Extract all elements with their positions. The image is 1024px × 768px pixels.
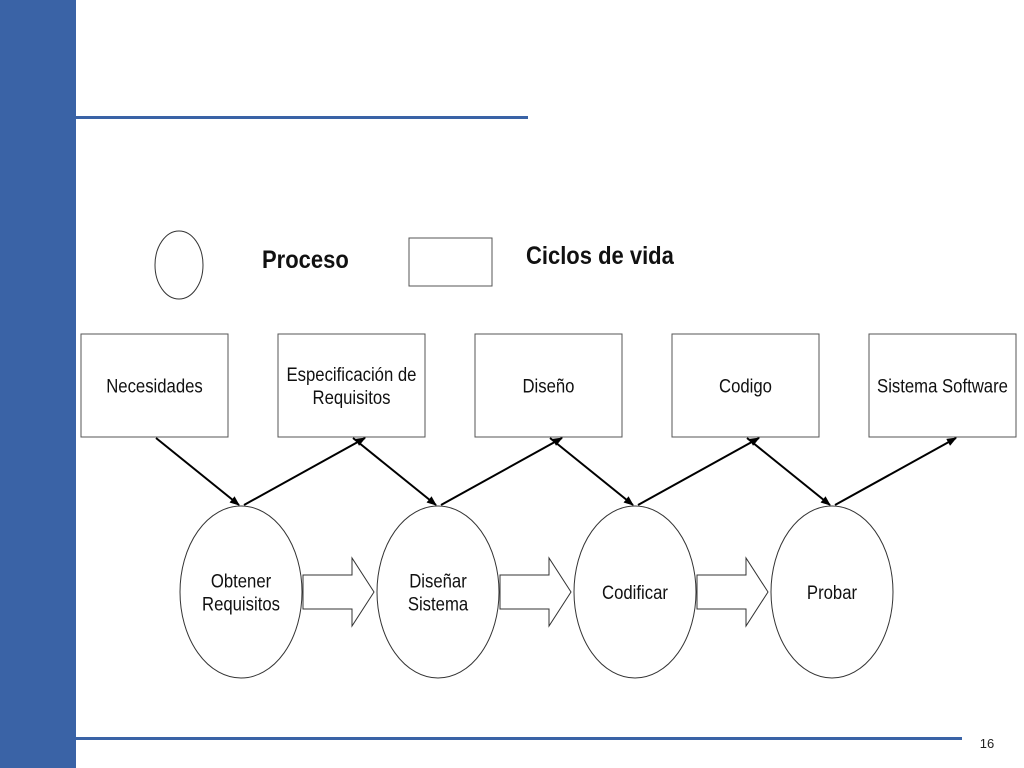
input-arrow-4 [746, 437, 831, 506]
artifact-diseno-line-1: Diseño [523, 376, 575, 397]
legend-lifecycle-label: Ciclos de vida [526, 242, 675, 270]
legend-lifecycle-symbol [408, 237, 493, 287]
artifact-codigo-line-1: Codigo [719, 376, 772, 397]
input-arrow-1 [155, 437, 240, 506]
process-codificar-node: Codificar [573, 505, 697, 679]
process-disenar-sistema-line-1: Diseñar [409, 571, 467, 592]
artifact-sistema-software-line-1: Sistema Software [877, 376, 1008, 397]
artifact-diseno-box: Diseño [474, 333, 623, 438]
title-rule [76, 116, 528, 119]
input-arrow-3 [549, 437, 634, 506]
flow-arrow-3 [696, 556, 769, 628]
process-probar-line-1: Probar [807, 582, 857, 603]
artifact-codigo-box: Codigo [671, 333, 820, 438]
footer-rule [76, 737, 962, 740]
artifact-necesidades-frame [80, 333, 229, 438]
process-obtener-requisitos-ellipse [179, 505, 303, 679]
page-number: 16 [979, 736, 995, 751]
process-obtener-requisitos-line-1: Obtener [211, 571, 271, 592]
artifact-necesidades-box: Necesidades [80, 333, 229, 438]
artifact-especificacion-de-requisitos-frame [277, 333, 426, 438]
legend-process-label: Proceso [262, 246, 349, 274]
process-disenar-sistema-ellipse [376, 505, 500, 679]
process-obtener-requisitos-line-2: Requisitos [202, 594, 280, 615]
process-disenar-sistema-line-2: Sistema [408, 594, 468, 615]
link-arrows [155, 437, 957, 506]
legend-process-symbol [154, 230, 204, 300]
artifact-sistema-software-frame [868, 333, 1017, 438]
artifact-especificacion-de-requisitos-line-2: Requisitos [313, 387, 391, 408]
process-probar-node: Probar [770, 505, 894, 679]
output-arrow-4 [834, 437, 957, 506]
artifact-codigo-frame [671, 333, 820, 438]
flow-arrow-2 [499, 556, 572, 628]
artifact-diseno-frame [474, 333, 623, 438]
artifact-especificacion-de-requisitos-line-1: Especificación de [287, 364, 417, 385]
input-arrow-2 [352, 437, 437, 506]
output-arrow-1 [243, 437, 366, 506]
flow-arrow-1 [302, 556, 375, 628]
artifact-necesidades-line-1: Necesidades [106, 376, 203, 397]
process-codificar-line-1: Codificar [602, 582, 668, 603]
output-arrow-3 [637, 437, 760, 506]
process-codificar-ellipse [573, 505, 697, 679]
artifact-sistema-software-box: Sistema Software [868, 333, 1017, 438]
flow-arrows [302, 556, 769, 628]
output-arrow-2 [440, 437, 563, 506]
sidebar-accent-bar [0, 0, 76, 768]
process-probar-ellipse [770, 505, 894, 679]
